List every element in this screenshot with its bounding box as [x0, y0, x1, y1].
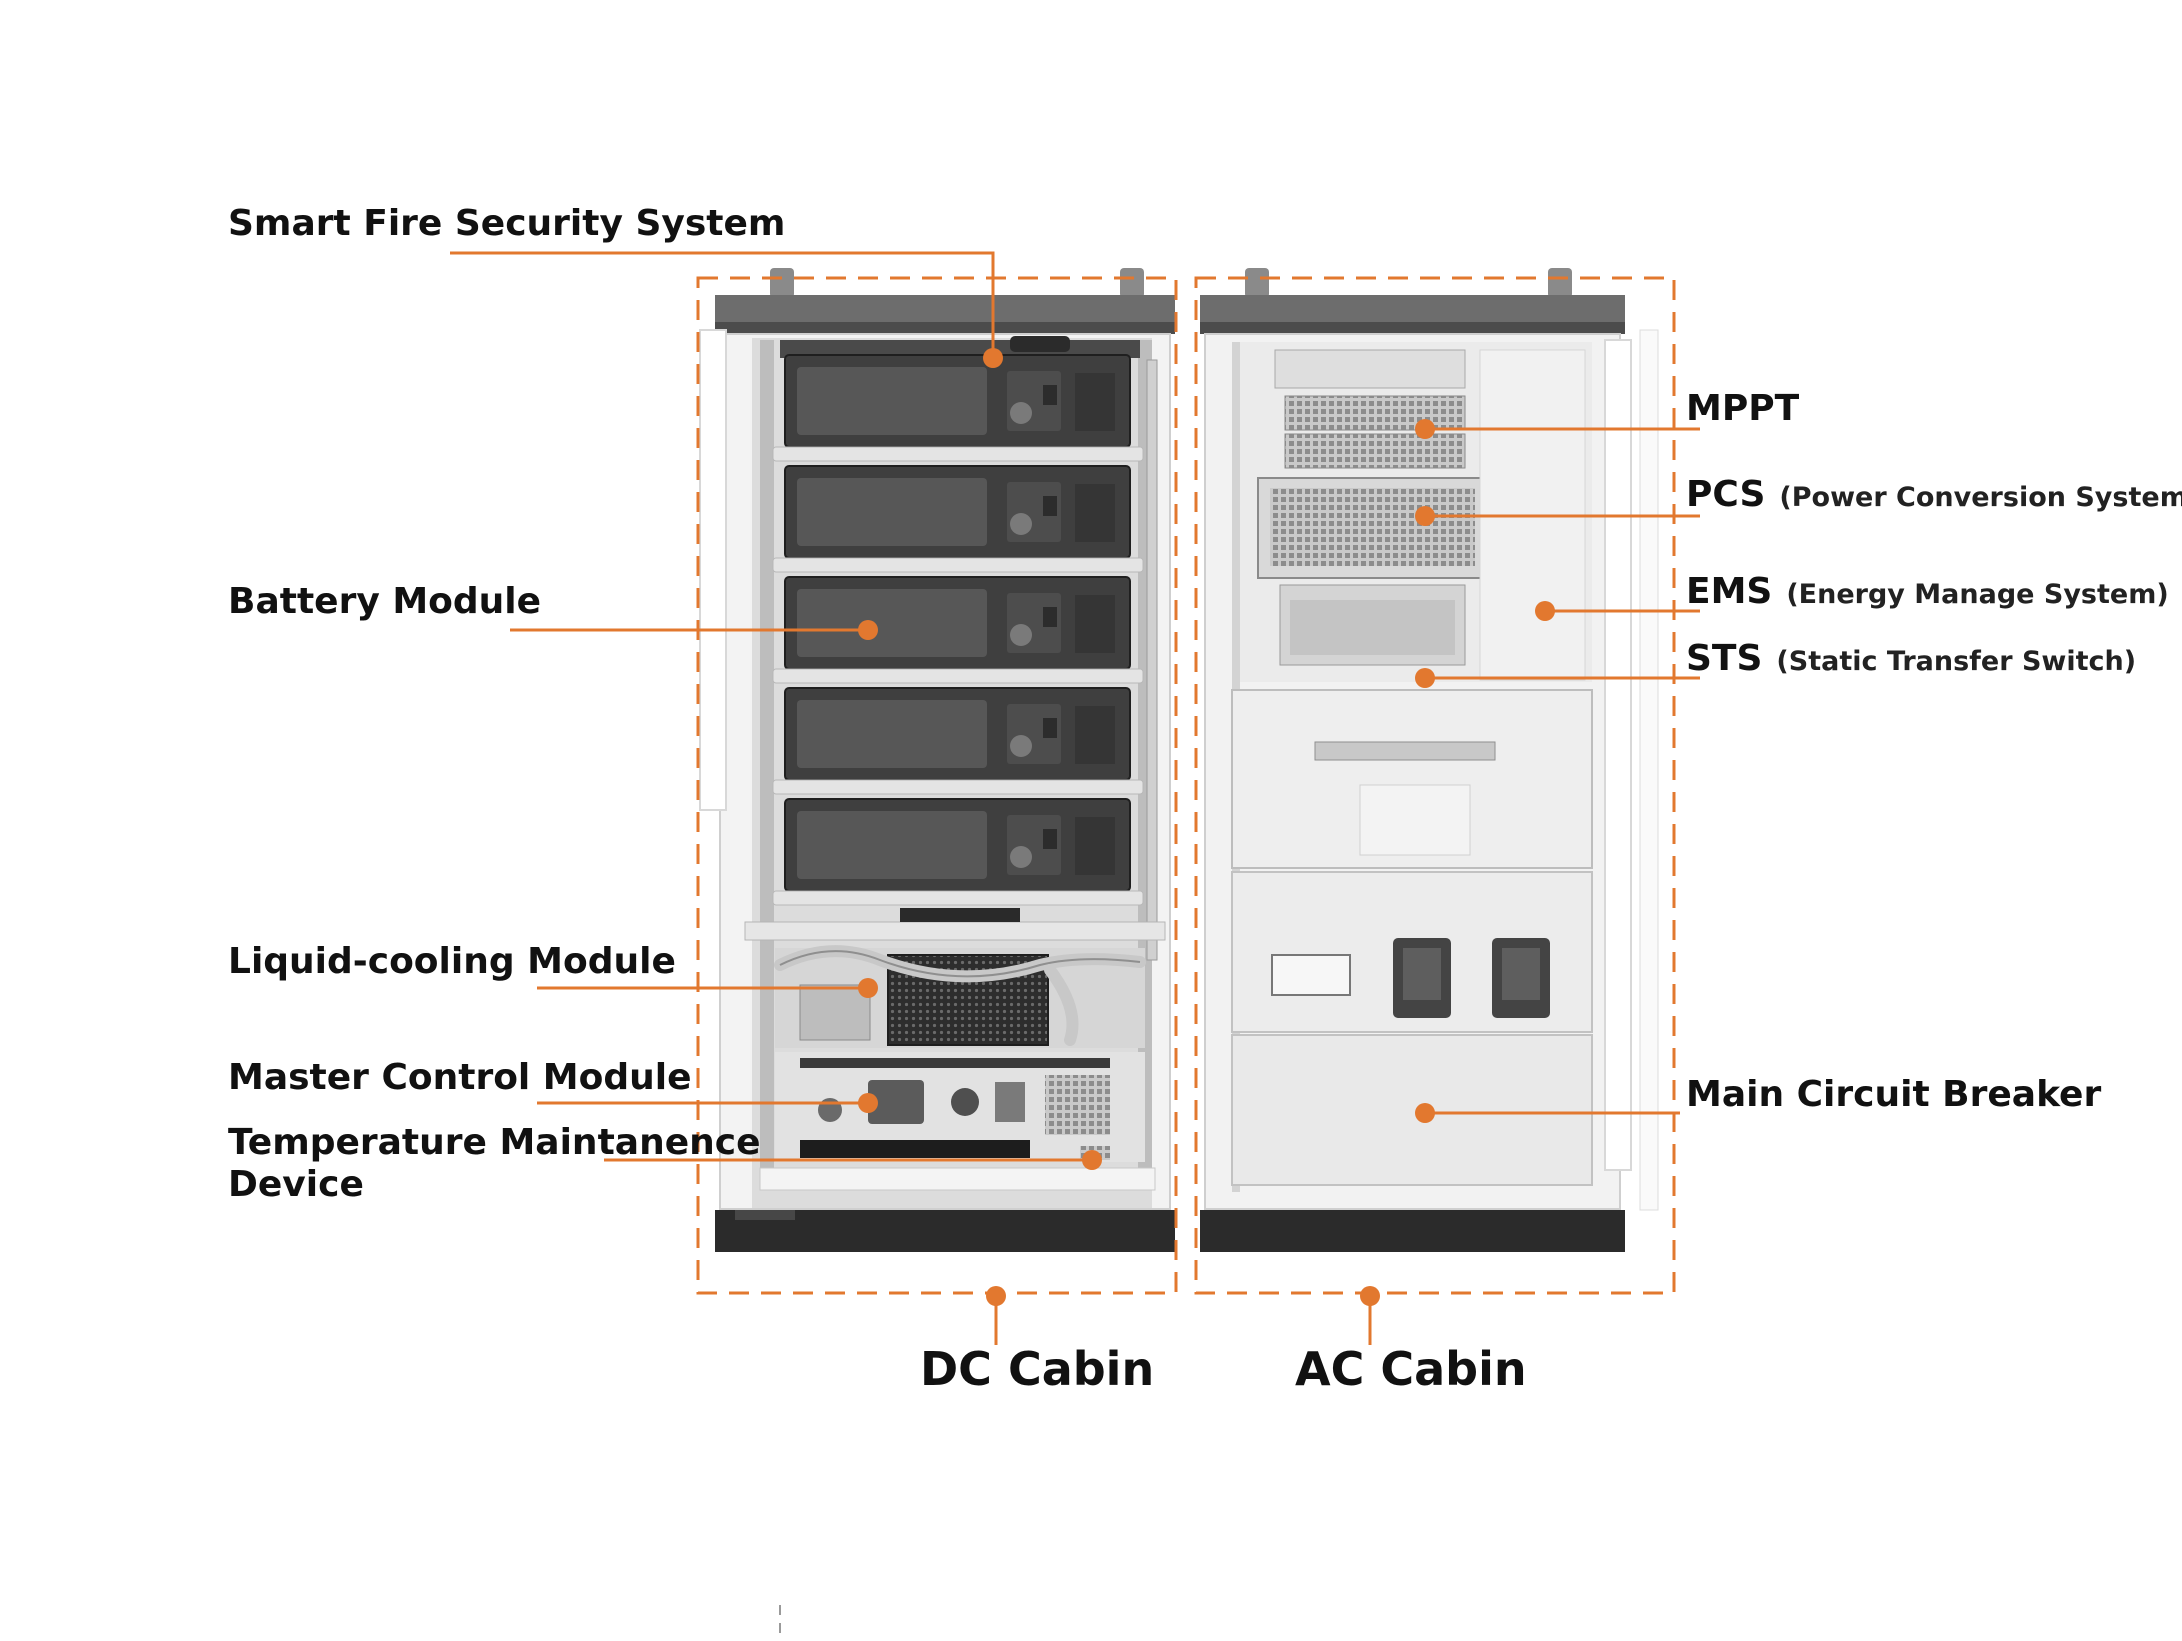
leader-lines: [450, 251, 1700, 1345]
mppt-unit: [1274, 349, 1466, 469]
battery-modules: [772, 354, 1144, 906]
label-pcs: PCS (Power Conversion System): [1686, 474, 2182, 519]
ac-cabinet: [1200, 268, 1659, 1252]
cabin-outlines: [696, 276, 1676, 1295]
label-liquid-cooling: Liquid-cooling Module: [228, 941, 676, 982]
pcs-unit: [1257, 477, 1487, 579]
label-temp-maintenance-line2: Device: [228, 1164, 364, 1205]
label-main-breaker: Main Circuit Breaker: [1686, 1074, 2102, 1115]
label-sts: STS (Static Transfer Switch): [1686, 638, 2136, 683]
label-dc-cabin: DC Cabin: [920, 1342, 1155, 1396]
sts-unit: [1279, 584, 1466, 666]
label-sts-sub: (Static Transfer Switch): [1776, 646, 2137, 677]
leader-dots: [858, 348, 1555, 1306]
label-smart-fire: Smart Fire Security System: [228, 203, 786, 244]
label-ems-sub: (Energy Manage System): [1786, 579, 2169, 610]
label-pcs-title: PCS: [1686, 474, 1766, 515]
label-sts-title: STS: [1686, 638, 1763, 679]
label-temp-maintenance: Temperature Maintanence Device: [228, 1122, 761, 1206]
label-mppt: MPPT: [1686, 388, 1800, 429]
dc-cabinet: [699, 268, 1175, 1252]
label-ems-title: EMS: [1686, 571, 1773, 612]
label-pcs-sub: (Power Conversion System): [1779, 482, 2182, 513]
label-temp-maintenance-line1: Temperature Maintanence: [228, 1122, 761, 1163]
label-master-control: Master Control Module: [228, 1057, 692, 1098]
label-ems: EMS (Energy Manage System): [1686, 571, 2169, 616]
label-battery-module: Battery Module: [228, 581, 542, 622]
breaker-handles: [1393, 938, 1550, 1018]
liquid-cooling-unit: [774, 945, 1146, 1048]
label-ac-cabin: AC Cabin: [1295, 1342, 1527, 1396]
